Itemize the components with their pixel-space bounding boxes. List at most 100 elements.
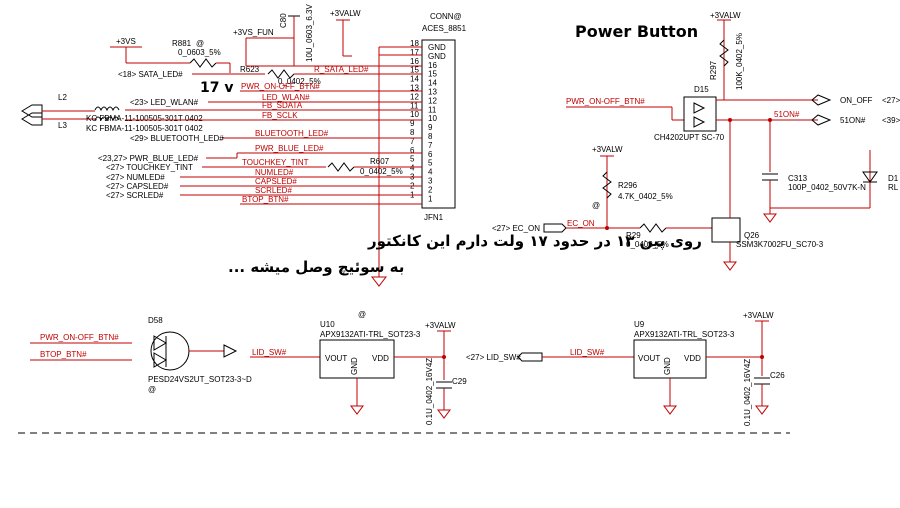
fb-sdata-net: FB_SDATA [262,101,303,110]
r881-ref: R881 [172,39,192,48]
fb-sclk-net: FB_SCLK [262,111,298,120]
r296-value: 4.7K_0402_5% [618,192,673,201]
capsled-in: <27> CAPSLED# [106,182,169,191]
connector-pin-number: 4 [410,164,415,173]
power-button-section: Power Button +3VALW R297 100K_0402_5% PW… [492,11,900,271]
c313-value: 100P_0402_50V7K-N [788,183,866,192]
persian-note-line2: به سوئیچ وصل میشه ... [228,258,404,276]
connector-part: CONN@ [430,12,462,21]
r-sata-led-net: R_SATA_LED# [314,65,369,74]
power-button-title: Power Button [575,22,698,41]
u9-vout: VOUT [638,354,660,363]
connector-pin-name: 14 [428,79,437,88]
port-l2 [21,104,43,118]
r296-ref: R296 [618,181,638,190]
c26-value: 0.1U_0402_16V4Z [743,359,752,426]
touchkey-net: TOUCHKEY_TINT [242,158,309,167]
d15-part: CH4202UPT SC-70 [654,133,725,142]
ground-symbol [370,276,388,287]
d58-ref: D58 [148,316,163,325]
r607-value: 0_0402_5% [360,167,403,176]
btop-net: BTOP_BTN# [242,195,289,204]
l3-ref: L3 [58,121,67,130]
ec-on-net: EC_ON [567,219,595,228]
p3valw-label: +3VALW [330,9,361,18]
q26-part: SSM3K7002FU_SC70-3 [736,240,824,249]
lid-sw-in: <27> LID_SW# [466,353,521,362]
d1-part: RL [888,183,899,192]
left-nets: +3VS R881 @ 0_0603_5% <18> SATA_LED# R62… [21,4,422,205]
transistor-q26 [711,217,741,243]
inductor-l2 [94,106,120,112]
connector-pin-name: 13 [428,88,437,97]
u10-vout: VOUT [325,354,347,363]
on-off-net: ON_OFF [840,96,873,105]
connector-pin-name: 7 [428,141,433,150]
port-l3 [21,112,43,126]
ec-on-in: <27> EC_ON [492,224,540,233]
sata-led-in: <18> SATA_LED# [118,70,183,79]
numled-net: NUMLED# [255,168,294,177]
r297-ref: R297 [709,60,718,80]
scrled-in: <27> SCRLED# [106,191,164,200]
voltage-note: 17 v [200,80,233,96]
r29-ref: R29 [626,231,641,240]
connector-pin-number: 6 [410,146,415,155]
r881-at: @ [196,39,204,48]
d58-part: PESD24VS2UT_SOT23-3~D [148,375,252,384]
connector-pin-name: 3 [428,177,433,186]
connector-pin-number: 15 [410,66,419,75]
r297-value: 100K_0402_5% [735,33,744,90]
diode-d15 [683,96,717,132]
pb-p3valw-2: +3VALW [592,145,623,154]
led-wlan-net: LED_WLAN# [262,93,310,102]
connector-pin-name: 10 [428,114,437,123]
connector-pin-number: 17 [410,48,419,57]
pb-p3valw: +3VALW [710,11,741,20]
connector-pin-number: 10 [410,110,419,119]
touchkey-in: <27> TOUCHKEY_TINT [106,163,193,172]
connector-pin-name: 15 [428,70,437,79]
connector-pin-number: 9 [410,119,415,128]
connector-pin-name: 1 [428,194,433,203]
connector-pin-number: 14 [410,75,419,84]
kc-l3-part: KC FBMA-11-100505-301T 0402 [86,124,203,133]
connector-pin-number: 13 [410,84,419,93]
on-off-ref: <27> [882,96,900,105]
pwr-blue-in: <23,27> PWR_BLUE_LED# [98,154,199,163]
r29-value: 0_0402_5% [626,240,669,249]
diode-d1 [862,171,878,183]
inductor-l3 [94,116,120,122]
connector-pin-name: 5 [428,159,433,168]
p3vs-label: +3VS [116,37,136,46]
pwr-blue-net: PWR_BLUE_LED# [255,144,324,153]
d58-at: @ [148,385,156,394]
resistor-r296 [602,171,612,199]
c80-ref: C80 [279,13,288,28]
resistor-r297 [719,39,729,67]
led-wlan-in: <23> LED_WLAN# [130,98,199,107]
bottom-section: PWR_ON-OFF_BTN# BTOP_BTN# D58 PESD24VS2U… [18,310,790,434]
c29-ref: C29 [452,377,467,386]
bottom-p3valw-a: +3VALW [425,321,456,330]
connector-pin-number: 18 [410,39,419,48]
u9-part: APX9132ATI-TRL_SOT23-3 [634,330,735,339]
connector-pin-name: 16 [428,61,437,70]
c80-value: 10U_0603_6.3V [305,4,314,62]
connector-pin-number: 5 [410,155,415,164]
d1-ref: D1 [888,174,899,183]
capsled-net: CAPSLED# [255,177,297,186]
c26-ref: C26 [770,371,785,380]
u10-ref: U10 [320,320,335,329]
pb-pwr-on-off-net: PWR_ON-OFF_BTN# [566,97,645,106]
p3vs-fun-label: +3VS_FUN [233,28,274,37]
ec-on-port [543,223,567,233]
pb-at: @ [592,201,600,210]
out-51on-ref: <39> [882,116,900,125]
u9-gnd: GND [663,357,672,375]
pwr-on-off-net: PWR_ON-OFF_BTN# [241,82,320,91]
connector-pin-number: 11 [410,101,419,110]
connector-ref: JFN1 [424,213,444,222]
connector-pin-name: GND [428,43,446,52]
